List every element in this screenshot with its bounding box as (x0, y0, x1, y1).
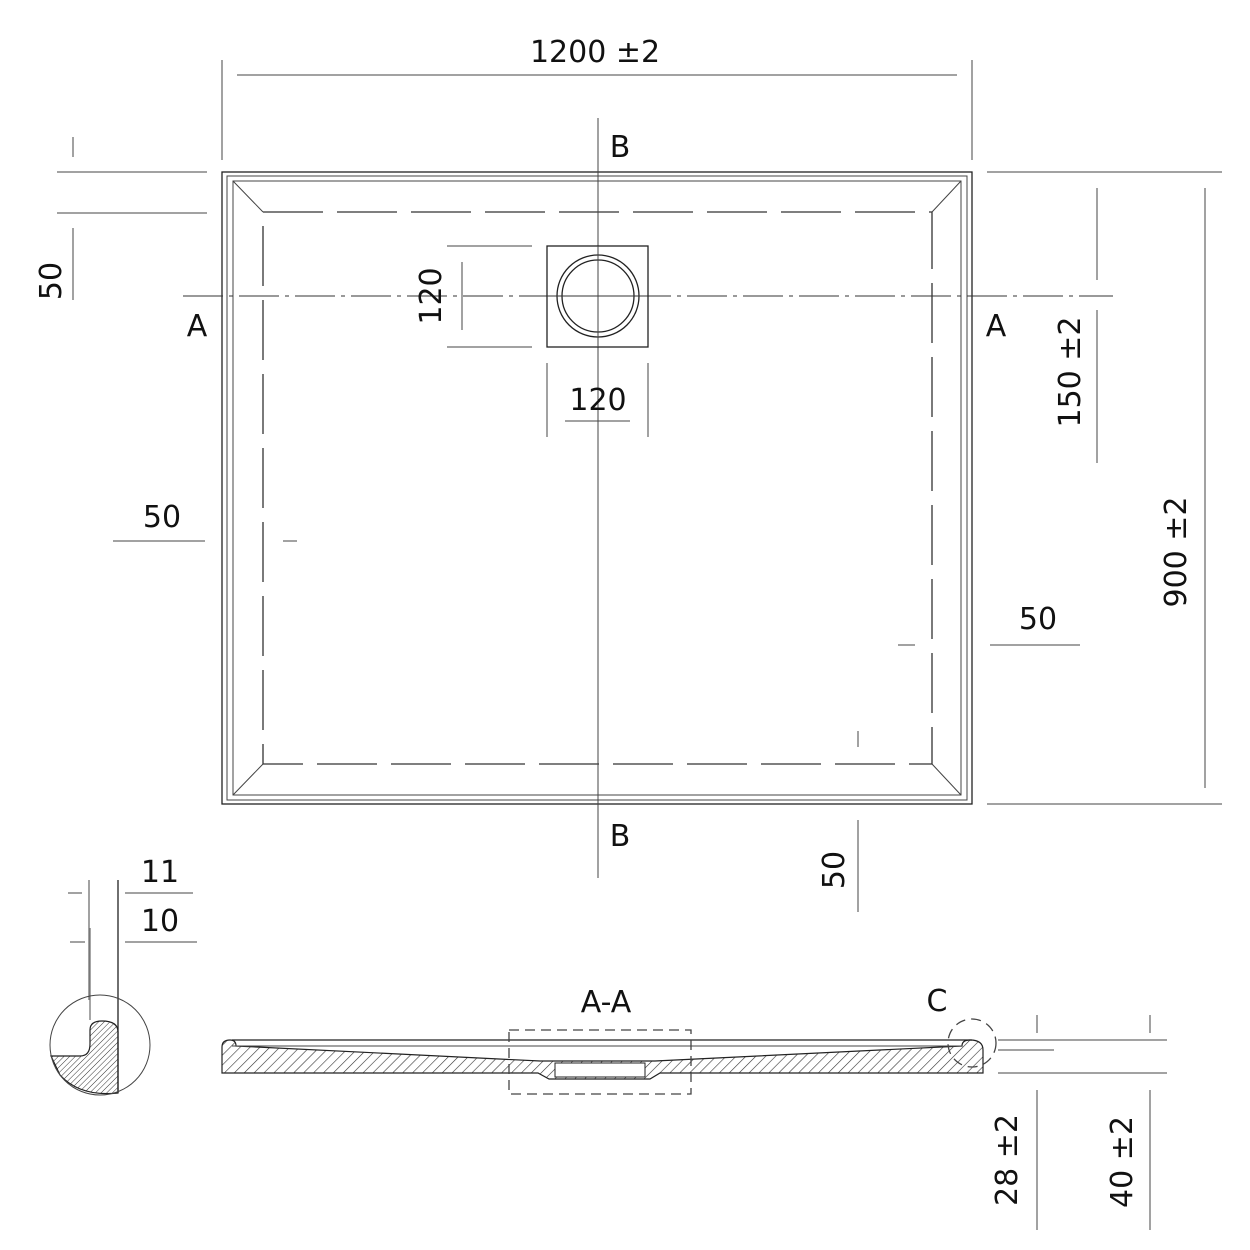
section-line-b: B B (597, 118, 631, 878)
detail-c-label: C (927, 984, 948, 1019)
drain-width-label: 120 (569, 383, 626, 418)
margin-bottom-dimension: 50 (817, 731, 859, 912)
section-a-a: A-A C (221, 984, 997, 1095)
edge-detail-c: 11 10 (49, 855, 197, 1096)
width-dimension: 1200 ±2 (221, 35, 973, 160)
drain-height-dimension: 120 (414, 245, 532, 348)
margin-right-dimension: 50 (898, 602, 1080, 646)
b-top-label: B (610, 130, 631, 165)
margin-left-dimension: 50 (113, 500, 297, 542)
drain-offset-label: 150 ±2 (1053, 316, 1088, 427)
tray-plan-view (221, 171, 973, 805)
margin-right-label: 50 (1019, 602, 1057, 637)
margin-bottom-label: 50 (817, 851, 852, 889)
margin-left-label: 50 (143, 500, 181, 535)
drain-height-label: 120 (414, 267, 449, 324)
a-right-label: A (986, 309, 1007, 344)
margin-top-label: 50 (34, 262, 69, 300)
a-left-label: A (187, 309, 208, 344)
depth-dimension: 900 ±2 (987, 171, 1222, 805)
depth-label: 900 ±2 (1159, 496, 1194, 607)
detail-bottom-label: 10 (141, 904, 179, 939)
edge-height-label: 28 ±2 (990, 1114, 1025, 1206)
height-dimensions: 28 ±2 40 ±2 (990, 1015, 1167, 1230)
b-bottom-label: B (610, 819, 631, 854)
drain (546, 245, 649, 348)
width-label: 1200 ±2 (530, 35, 660, 70)
margin-top-dimension: 50 (34, 137, 207, 300)
drain-width-dimension: 120 (546, 363, 649, 437)
section-title: A-A (581, 985, 632, 1020)
drain-offset-dimension: 150 ±2 (1053, 188, 1098, 463)
detail-top-label: 11 (141, 855, 179, 890)
total-height-label: 40 ±2 (1105, 1116, 1140, 1208)
